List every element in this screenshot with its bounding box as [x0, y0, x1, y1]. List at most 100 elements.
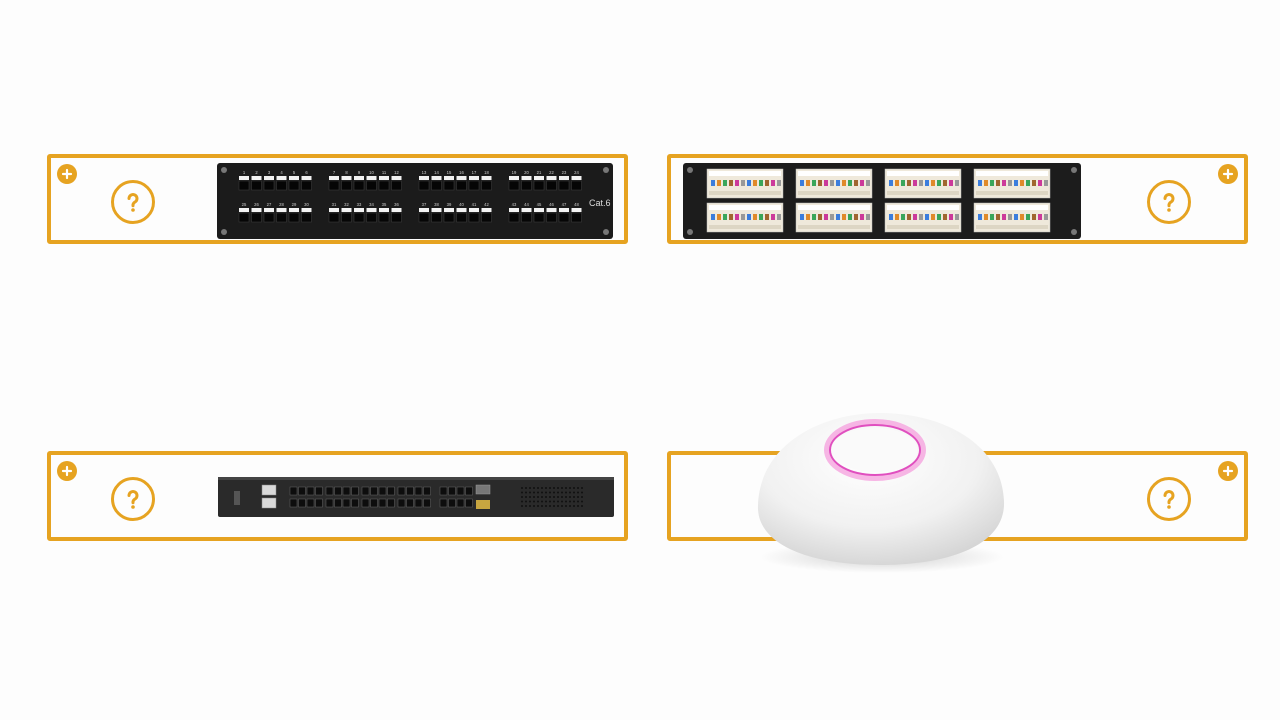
punchdown-wire [1038, 214, 1042, 220]
port-number-label: 31 [332, 202, 337, 207]
port-label-strip [289, 176, 299, 180]
vent-hole [561, 505, 563, 507]
port-label-strip [559, 208, 569, 212]
rj45-port [547, 181, 557, 190]
access-point-image [750, 405, 1012, 577]
sfp-port [407, 499, 414, 507]
vent-hole [537, 496, 539, 498]
punchdown-wire [1002, 214, 1006, 220]
punchdown-wire [741, 214, 745, 220]
vent-hole [541, 505, 543, 507]
rj45-port [469, 181, 479, 190]
port-number-label: 35 [382, 202, 387, 207]
expand-plus-icon[interactable] [1218, 164, 1238, 184]
sfp-port [424, 499, 431, 507]
punchdown-wire [854, 180, 858, 186]
port-label-strip [469, 208, 479, 212]
punchdown-wire [860, 180, 864, 186]
sfp-port [316, 499, 323, 507]
port-number-label: 46 [549, 202, 554, 207]
port-label-strip [444, 208, 454, 212]
port-label-strip [522, 208, 532, 212]
vent-hole [533, 492, 535, 494]
vent-hole [569, 487, 571, 489]
vent-hole [581, 501, 583, 503]
port-label-strip [419, 176, 429, 180]
sfp-port [352, 499, 359, 507]
vent-hole [549, 487, 551, 489]
punchdown-wire [842, 214, 846, 220]
punchdown-wire [919, 214, 923, 220]
punchdown-wire [943, 180, 947, 186]
vent-hole [565, 501, 567, 503]
vent-hole [537, 505, 539, 507]
rj45-port [509, 213, 519, 222]
vent-hole [541, 496, 543, 498]
port-number-label: 34 [369, 202, 374, 207]
port-label-strip [367, 208, 377, 212]
rj45-port [482, 181, 492, 190]
vent-hole [569, 496, 571, 498]
port-number-label: 25 [242, 202, 247, 207]
punchdown-wire [741, 180, 745, 186]
punchdown-wire [818, 180, 822, 186]
vent-hole [573, 501, 575, 503]
rj45-port [432, 213, 442, 222]
punchdown-wire [996, 214, 1000, 220]
sfp-port [290, 499, 297, 507]
port-number-label: 32 [344, 202, 349, 207]
port-label-strip [354, 208, 364, 212]
vent-hole [529, 487, 531, 489]
punchdown-wire [990, 214, 994, 220]
vent-hole [565, 496, 567, 498]
punchdown-wire [765, 180, 769, 186]
punchdown-wire [717, 180, 721, 186]
question-icon[interactable] [1147, 180, 1191, 224]
rj45-port [239, 213, 249, 222]
port-label-strip [367, 176, 377, 180]
punchdown-wire [925, 214, 929, 220]
punchdown-wire [830, 180, 834, 186]
question-icon[interactable] [111, 477, 155, 521]
port-label-strip [342, 208, 352, 212]
rj45-port [354, 213, 364, 222]
punchdown-wire [990, 180, 994, 186]
rj45-port [264, 181, 274, 190]
port-label-strip [302, 176, 312, 180]
port-label-strip [547, 208, 557, 212]
expand-plus-icon[interactable] [1218, 461, 1238, 481]
question-icon[interactable] [1147, 477, 1191, 521]
expand-plus-icon[interactable] [57, 461, 77, 481]
rj45-port [559, 181, 569, 190]
punchdown-wire [978, 214, 982, 220]
punchdown-wire [747, 214, 751, 220]
vent-hole [545, 496, 547, 498]
port-number-label: 22 [549, 170, 554, 175]
expand-plus-icon[interactable] [57, 164, 77, 184]
rj45-port [379, 213, 389, 222]
punchdown-wire [753, 180, 757, 186]
sfp-port [326, 487, 333, 495]
rj45-port [354, 181, 364, 190]
port-label-strip [329, 176, 339, 180]
question-icon[interactable] [111, 180, 155, 224]
port-number-label: 13 [422, 170, 427, 175]
rj45-port [277, 181, 287, 190]
punchdown-wire [729, 214, 733, 220]
rj45-port [277, 213, 287, 222]
sfp-port [335, 499, 342, 507]
rj45-port [444, 213, 454, 222]
rj45-port [367, 213, 377, 222]
punchdown-wire [901, 214, 905, 220]
punchdown-wire [717, 214, 721, 220]
port-number-label: 14 [434, 170, 439, 175]
port-label-strip [302, 208, 312, 212]
vent-hole [533, 487, 535, 489]
rj45-port [392, 213, 402, 222]
port-number-label: 41 [472, 202, 477, 207]
vent-hole [557, 501, 559, 503]
punchdown-wire [753, 214, 757, 220]
vent-hole [565, 487, 567, 489]
port-label-strip [252, 208, 262, 212]
